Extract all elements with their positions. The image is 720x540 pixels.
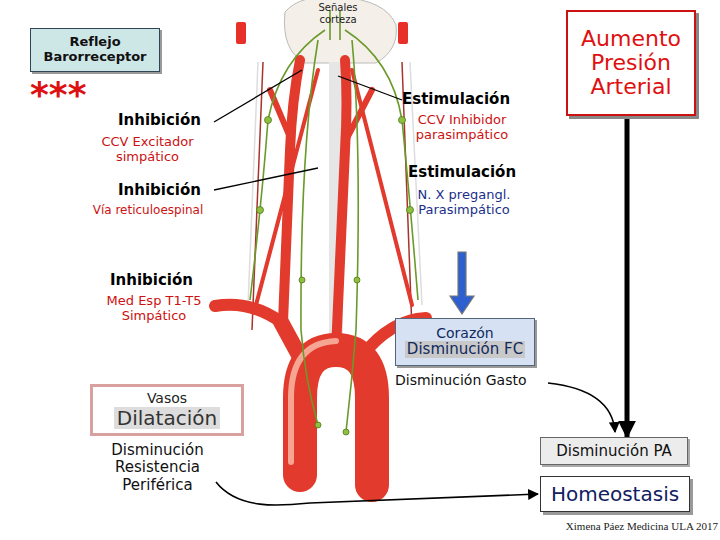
vertebral-artery xyxy=(256,70,318,305)
action-label: Estimulación xyxy=(408,164,526,181)
segment-label: Med Esp T1-T5 Simpático xyxy=(95,294,213,324)
pathway-label: Vía reticuloespinal xyxy=(58,204,238,218)
ganglion-dot xyxy=(399,117,406,124)
nerve-group xyxy=(250,10,418,432)
flow-arrow xyxy=(625,116,630,437)
organ-name: Vasos xyxy=(147,391,187,407)
flow-arrow xyxy=(216,482,538,505)
ganglion-dot xyxy=(315,422,321,428)
signal-label: Señales corteza xyxy=(306,2,370,25)
ganglion-dot xyxy=(257,207,264,214)
ganglion-dot xyxy=(299,277,305,283)
effect-text: Disminución FC xyxy=(405,341,525,358)
effect-label: Disminución Gasto xyxy=(395,372,560,388)
effect-text: Dilatación xyxy=(114,407,220,429)
trigger-text: Aumento Presión Arterial xyxy=(568,27,694,98)
head-outline xyxy=(284,0,396,63)
aorta-highlight xyxy=(291,341,336,462)
ganglion-dot xyxy=(343,429,349,435)
outcome-text: Homeostasis xyxy=(551,483,679,505)
leader-line xyxy=(214,168,318,190)
action-label: Inhibición xyxy=(118,182,218,199)
emphasis-mark: *** xyxy=(30,74,120,115)
organ-box: CorazónDisminución FC xyxy=(395,318,535,366)
outcome-box: Homeostasis xyxy=(540,476,690,512)
leader-line xyxy=(214,70,302,122)
sympathetic-chain xyxy=(345,30,418,300)
block-arrow xyxy=(450,252,474,314)
ganglion-group xyxy=(257,117,414,436)
carotid-artery xyxy=(336,60,347,350)
leader-line xyxy=(338,76,402,100)
title-text: Reflejo Barorreceptor xyxy=(31,35,159,64)
flow-arrow xyxy=(548,383,615,432)
artery-group xyxy=(215,60,426,485)
vessel-cap xyxy=(236,22,246,44)
result-text: Disminución PA xyxy=(556,443,672,460)
sympathetic-chain xyxy=(250,30,325,300)
ganglion-dot xyxy=(407,207,414,214)
vessel-cap xyxy=(398,22,408,44)
title-box: Reflejo Barorreceptor xyxy=(30,28,160,72)
nerve-label: N. X pregangl. Parasimpático xyxy=(398,188,530,218)
effect-label: Disminución Resistencia Periférica xyxy=(100,442,215,494)
action-label: Inhibición xyxy=(118,112,218,129)
ganglion-dot xyxy=(354,277,360,283)
ganglion-dot xyxy=(265,117,272,124)
action-label: Inhibición xyxy=(110,272,210,289)
organ-name: Corazón xyxy=(436,326,493,342)
result-box: Disminución PA xyxy=(540,437,688,465)
subclavian-artery xyxy=(215,305,281,322)
vagus-nerve xyxy=(301,40,318,425)
trigger-box: Aumento Presión Arterial xyxy=(566,10,696,116)
action-label: Estimulación xyxy=(402,91,520,108)
organ-box: VasosDilatación xyxy=(90,384,244,436)
center-label: CCV Excitador simpático xyxy=(80,135,215,165)
vagus-nerve xyxy=(346,40,358,432)
center-label: CCV Inhibidor parasimpático xyxy=(396,113,528,143)
credit-note: Ximena Páez Medicina ULA 2017 xyxy=(528,520,718,533)
